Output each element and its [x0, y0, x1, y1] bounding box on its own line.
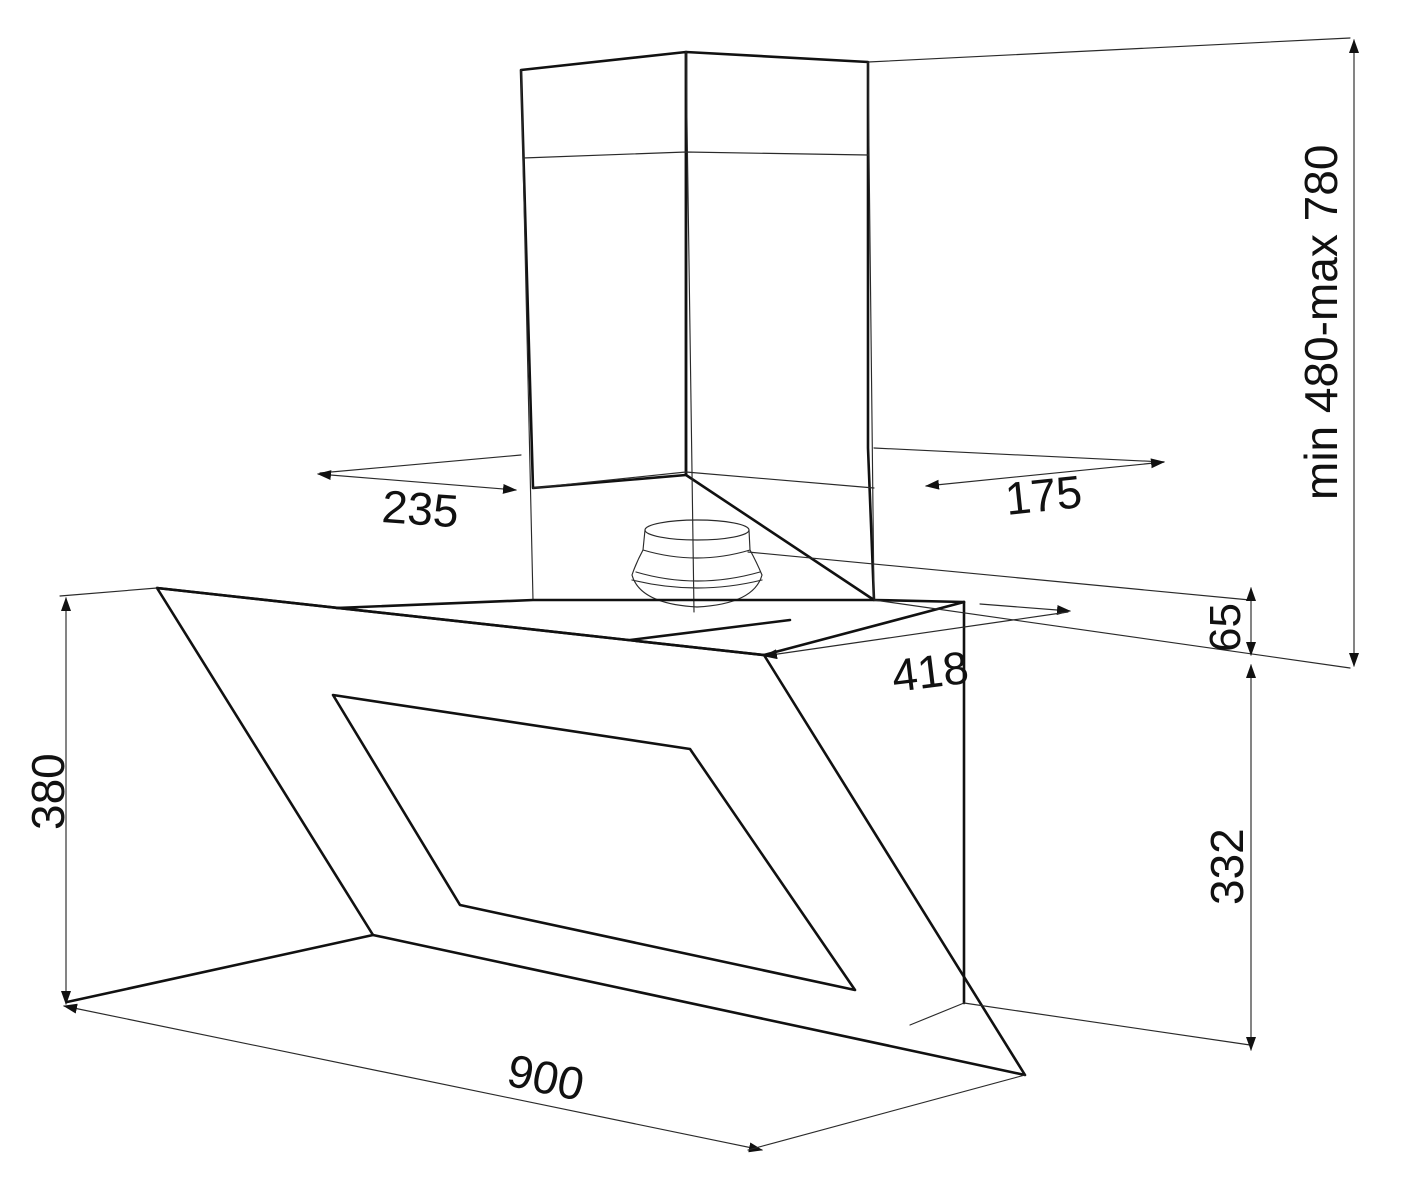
fan-body [632, 530, 762, 607]
chimney-joint-line [523, 152, 868, 158]
extension-line-900-right [748, 1075, 1025, 1150]
extension-line-top [868, 38, 1350, 62]
extension-line-418 [980, 604, 1070, 611]
hood-body [67, 588, 1025, 1075]
dimension-hood-depth: 418 [764, 604, 1070, 702]
chimney-left-vertical [521, 70, 533, 600]
hood-glass-window [333, 695, 855, 990]
label-hood-width: 900 [503, 1044, 589, 1111]
chimney [521, 52, 874, 612]
dimension-chimney-height: min 480-max 780 [868, 38, 1354, 668]
extension-line-235 [320, 455, 521, 473]
fan-band-top [643, 550, 750, 558]
extension-line-332-bottom [964, 1003, 1250, 1045]
label-chimney-right-depth: 175 [1003, 465, 1085, 525]
label-hood-side-height: 332 [1201, 828, 1253, 905]
label-chimney-height: min 480-max 780 [1295, 145, 1347, 500]
label-chimney-left-depth: 235 [380, 480, 460, 537]
dimension-chimney-left-depth: 235 [318, 455, 521, 537]
extension-line-380-top [60, 588, 157, 596]
dimension-hood-side-height: 332 [964, 665, 1253, 1050]
dimension-line-900 [64, 1006, 762, 1150]
chimney-right-face [686, 52, 874, 600]
fan-motor-unit [632, 520, 762, 607]
label-hood-front-height: 380 [22, 753, 74, 830]
extension-line-65 [748, 552, 1250, 600]
hood-side-lower-edge [910, 1003, 964, 1025]
fan-top-ellipse [645, 520, 749, 540]
label-hood-depth: 418 [889, 641, 972, 702]
dimension-chimney-right-depth: 175 [874, 448, 1164, 525]
fan-band-middle [636, 572, 760, 581]
hood-bottom-edge [67, 935, 373, 1002]
extension-line-175 [874, 448, 1164, 462]
hood-top-center-line [630, 620, 790, 640]
dimension-hood-front-height: 380 [22, 588, 157, 1004]
dimension-hood-width: 900 [64, 1006, 1025, 1150]
label-top-offset: 65 [1201, 603, 1250, 652]
hood-top-back-edge [336, 600, 964, 608]
chimney-left-face [521, 52, 686, 488]
